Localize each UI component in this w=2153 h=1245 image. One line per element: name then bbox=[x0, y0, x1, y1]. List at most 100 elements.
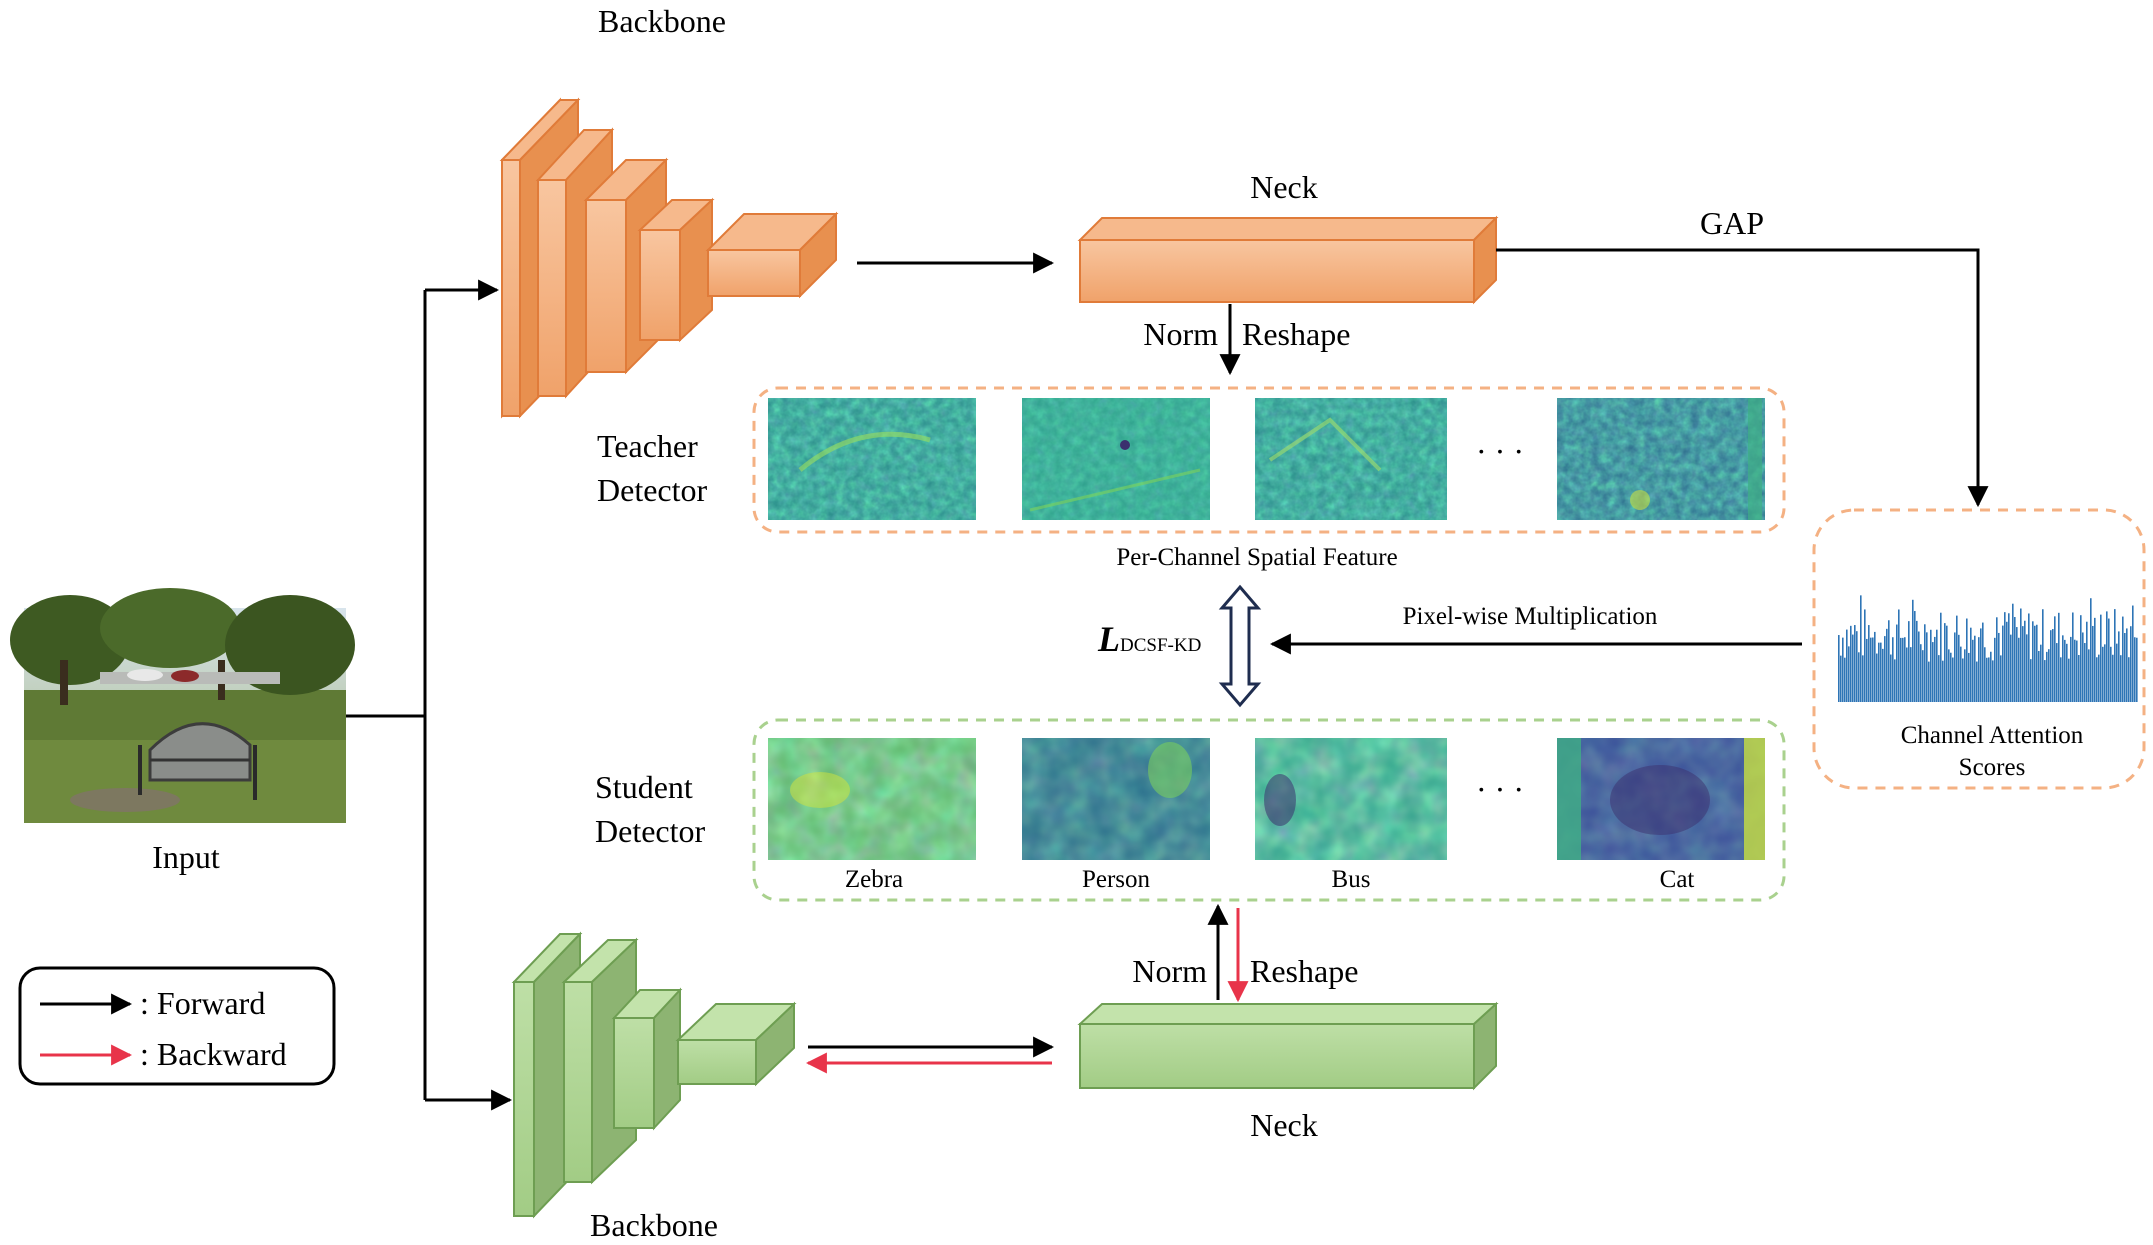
attention-bar bbox=[1984, 647, 1986, 702]
attention-bar bbox=[1924, 624, 1926, 702]
loss-double-arrow bbox=[1218, 584, 1262, 708]
attention-bar bbox=[2030, 659, 2032, 702]
attention-bar bbox=[1838, 635, 1840, 702]
input-image bbox=[10, 588, 355, 823]
input-branch-arrows bbox=[346, 279, 513, 1111]
attention-bar bbox=[1862, 655, 1864, 702]
teacher-feature-group-box bbox=[752, 386, 1786, 534]
attention-bar bbox=[1900, 637, 1902, 702]
attention-bar bbox=[1896, 624, 1898, 702]
attention-bar bbox=[1920, 644, 1922, 702]
attention-bar bbox=[1916, 620, 1918, 702]
attention-bar bbox=[2128, 657, 2130, 702]
teacher-detector-label-line1: Teacher bbox=[597, 428, 698, 464]
attention-bar bbox=[2016, 627, 2018, 702]
attention-bar bbox=[1990, 651, 1992, 702]
attention-bar bbox=[1956, 615, 1958, 702]
attention-bar bbox=[1928, 661, 1930, 702]
teacher-feature-map-4 bbox=[1557, 398, 1765, 520]
attention-bar bbox=[1856, 631, 1858, 702]
attention-bar bbox=[2124, 633, 2126, 702]
attention-bar bbox=[2032, 621, 2034, 702]
attention-bar bbox=[1930, 629, 1932, 702]
attention-bar bbox=[2094, 617, 2096, 702]
attention-bar bbox=[1944, 623, 1946, 702]
attention-bar bbox=[2088, 649, 2090, 702]
attention-bar bbox=[1906, 647, 1908, 702]
attention-bar bbox=[2082, 632, 2084, 702]
attention-bar bbox=[1932, 642, 1934, 702]
input-label: Input bbox=[152, 839, 220, 875]
attention-bar bbox=[2062, 635, 2064, 702]
student-feature-map-4 bbox=[1557, 738, 1765, 860]
attention-bar bbox=[1914, 611, 1916, 702]
attention-bar bbox=[1868, 625, 1870, 702]
attention-bar bbox=[2118, 631, 2120, 702]
attention-bar bbox=[2068, 658, 2070, 702]
attention-bar bbox=[2086, 621, 2088, 702]
attention-bar bbox=[2104, 644, 2106, 702]
student-backbone-label: Backbone bbox=[590, 1207, 718, 1243]
attention-bar bbox=[2106, 611, 2108, 702]
attention-bar bbox=[1942, 660, 1944, 702]
attention-bar bbox=[2070, 636, 2072, 702]
student-detector-label-line2: Detector bbox=[595, 813, 706, 849]
attention-bar bbox=[1864, 609, 1866, 702]
teacher-backbone-label: Backbone bbox=[598, 3, 726, 39]
attention-bar bbox=[2110, 646, 2112, 702]
attention-bar bbox=[2058, 612, 2060, 702]
attention-bar bbox=[2010, 634, 2012, 702]
legend-forward-label: : Forward bbox=[140, 985, 265, 1021]
attention-bar bbox=[1950, 652, 1952, 702]
student-neck-block bbox=[1077, 1001, 1499, 1091]
attention-bar bbox=[2052, 629, 2054, 702]
attention-bar bbox=[2122, 616, 2124, 702]
attention-bar bbox=[1958, 634, 1960, 702]
attention-bar bbox=[2102, 646, 2104, 702]
attention-bar bbox=[1918, 631, 1920, 702]
attention-bar bbox=[2116, 643, 2118, 702]
attention-bar bbox=[2040, 644, 2042, 702]
attention-bar bbox=[2120, 655, 2122, 702]
student-feature-label-zebra: Zebra bbox=[845, 866, 903, 893]
teacher-ellipsis: · · · bbox=[1476, 433, 1524, 469]
attention-bar bbox=[2100, 614, 2102, 702]
attention-bar bbox=[2044, 660, 2046, 702]
feature-caption: Per-Channel Spatial Feature bbox=[1116, 544, 1397, 571]
attention-bar bbox=[1840, 655, 1842, 702]
attention-bar bbox=[2026, 634, 2028, 702]
attention-bar bbox=[1890, 654, 1892, 702]
attention-bar bbox=[2108, 618, 2110, 702]
teacher-feature-map-2 bbox=[1022, 398, 1210, 520]
attention-bar bbox=[2008, 613, 2010, 702]
multiplication-label: Pixel-wise Multiplication bbox=[1403, 603, 1658, 630]
attention-bar bbox=[1886, 628, 1888, 702]
student-feature-label-person: Person bbox=[1082, 866, 1151, 893]
attention-bar bbox=[2056, 643, 2058, 702]
student-backbone bbox=[511, 931, 797, 1219]
student-feature-group-box bbox=[752, 718, 1786, 902]
attention-bar bbox=[1988, 657, 1990, 702]
channel-attention-bars bbox=[1838, 595, 2138, 702]
attention-bar bbox=[1940, 612, 1942, 702]
attention-bar bbox=[1936, 629, 1938, 702]
teacher-neck-block bbox=[1077, 215, 1499, 305]
attention-bar bbox=[2090, 598, 2092, 702]
attention-bar bbox=[1898, 609, 1900, 702]
attention-bar bbox=[1908, 621, 1910, 702]
attention-bar bbox=[1850, 625, 1852, 702]
student-reshape-label: Reshape bbox=[1250, 953, 1358, 989]
attention-bar bbox=[1866, 638, 1868, 702]
attention-bar bbox=[1972, 639, 1974, 702]
channel-attention-label-line2: Scores bbox=[1959, 754, 2026, 781]
attention-bar bbox=[2054, 616, 2056, 702]
attention-bar bbox=[2076, 640, 2078, 702]
attention-bar bbox=[1952, 657, 1954, 702]
attention-bar bbox=[1922, 650, 1924, 702]
attention-bar bbox=[1978, 637, 1980, 702]
student-feature-map-1 bbox=[768, 738, 976, 860]
attention-bar bbox=[2048, 649, 2050, 702]
attention-bar bbox=[2136, 637, 2138, 702]
attention-bar bbox=[2020, 608, 2022, 702]
